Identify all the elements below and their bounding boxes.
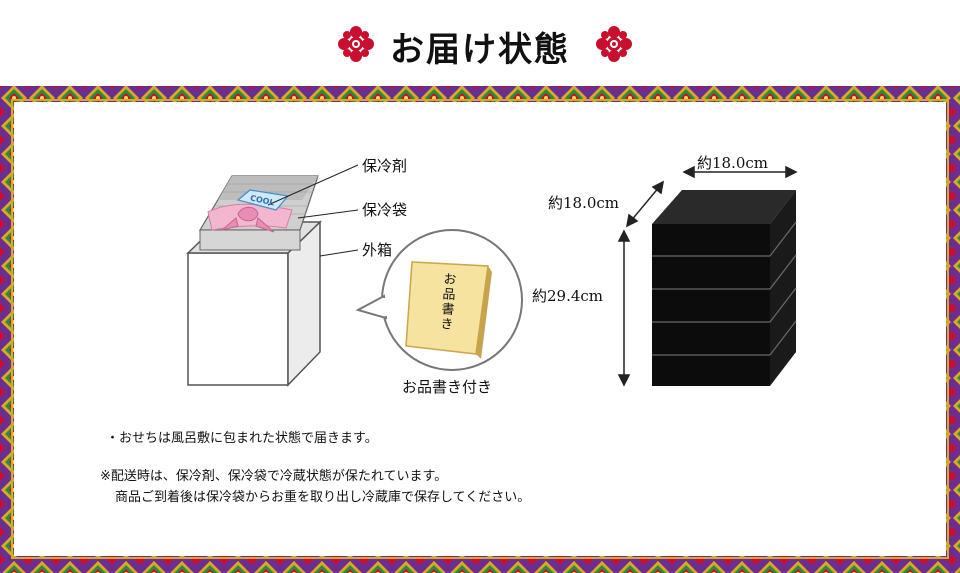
ice-pack-label: 保冷剤 [362,157,408,175]
menu-card-bubble [355,229,523,371]
furoshiki-cloth [207,203,293,233]
header-bar: お届け状態 [0,0,960,86]
crest-icon [338,26,374,62]
note-line-3: 商品ご到着後は保冷袋からお重を取り出し冷蔵庫で保存してください。 [115,490,531,505]
page-title: お届け状態 [390,30,570,70]
outer-box-label: 外箱 [362,241,393,259]
jubako-box [652,190,797,386]
crest-icon [596,26,632,62]
note-line-1: ・おせちは風呂敷に包まれた状態で届きます。 [106,431,378,446]
depth-dimension: 約18.0cm [548,194,620,212]
menu-card-caption: お品書き付き [402,378,493,396]
height-dimension: 約29.4cm [532,287,604,305]
cool-bag-label: 保冷袋 [362,201,408,219]
width-dimension: 約18.0cm [697,154,769,172]
note-line-2: ※配送時は、保冷剤、保冷袋で冷蔵状態が保たれています。 [100,469,448,484]
